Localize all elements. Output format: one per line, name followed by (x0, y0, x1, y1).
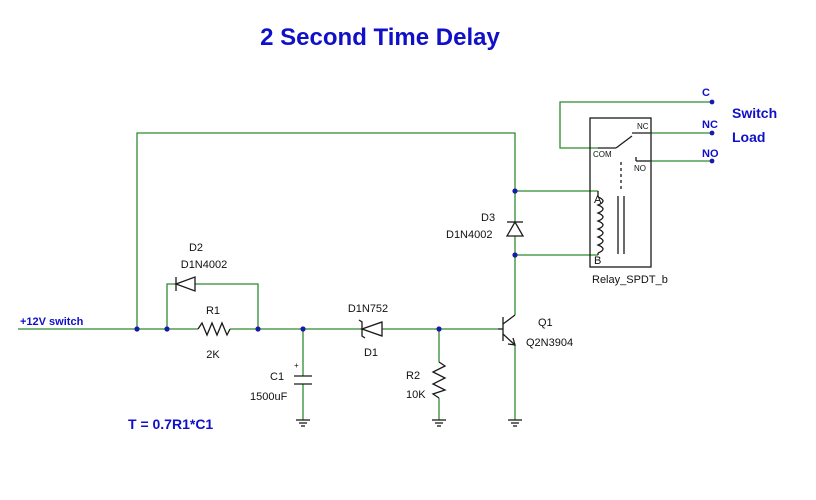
time-formula: T = 0.7R1*C1 (128, 416, 213, 432)
ground-c1 (296, 419, 310, 427)
ground-r2 (432, 419, 446, 427)
transistor-q1 (498, 314, 516, 346)
wires (18, 101, 712, 420)
junction-dots (134, 99, 715, 332)
d1-ref: D1 (364, 347, 378, 359)
diode-d3 (505, 220, 525, 237)
load-label: Load (732, 129, 765, 145)
terminal-no: NO (702, 148, 719, 160)
resistor-r1 (197, 321, 231, 337)
c1-polarity: + (294, 361, 299, 370)
q1-part: Q2N3904 (526, 337, 573, 349)
c1-value: 1500uF (250, 391, 288, 403)
r2-value: 10K (406, 389, 426, 401)
relay-pin-no: NO (634, 164, 646, 173)
r1-value: 2K (206, 349, 220, 361)
r2-ref: R2 (406, 370, 420, 382)
d2-part: D1N4002 (181, 259, 227, 271)
relay-pin-a: A (594, 194, 602, 206)
resistor-r2 (431, 361, 447, 399)
relay-spdt (589, 117, 652, 268)
d3-ref: D3 (481, 212, 495, 224)
diode-d2 (174, 276, 196, 292)
page-title: 2 Second Time Delay (260, 24, 500, 51)
terminal-nc: NC (702, 119, 718, 131)
terminal-c: C (702, 87, 710, 99)
ground-q1 (508, 419, 522, 427)
relay-pin-b: B (594, 255, 601, 267)
r1-ref: R1 (206, 305, 220, 317)
capacitor-c1 (294, 375, 312, 385)
switch-label: Switch (732, 105, 777, 121)
relay-pin-com: COM (593, 150, 612, 159)
relay-name: Relay_SPDT_b (592, 274, 668, 286)
relay-pin-nc: NC (637, 122, 649, 131)
q1-ref: Q1 (538, 317, 553, 329)
input-label: +12V switch (20, 316, 84, 328)
d2-ref: D2 (189, 242, 203, 254)
d1-part: D1N752 (348, 303, 388, 315)
d3-part: D1N4002 (446, 229, 492, 241)
c1-ref: C1 (270, 371, 284, 383)
zener-d1 (358, 319, 383, 339)
